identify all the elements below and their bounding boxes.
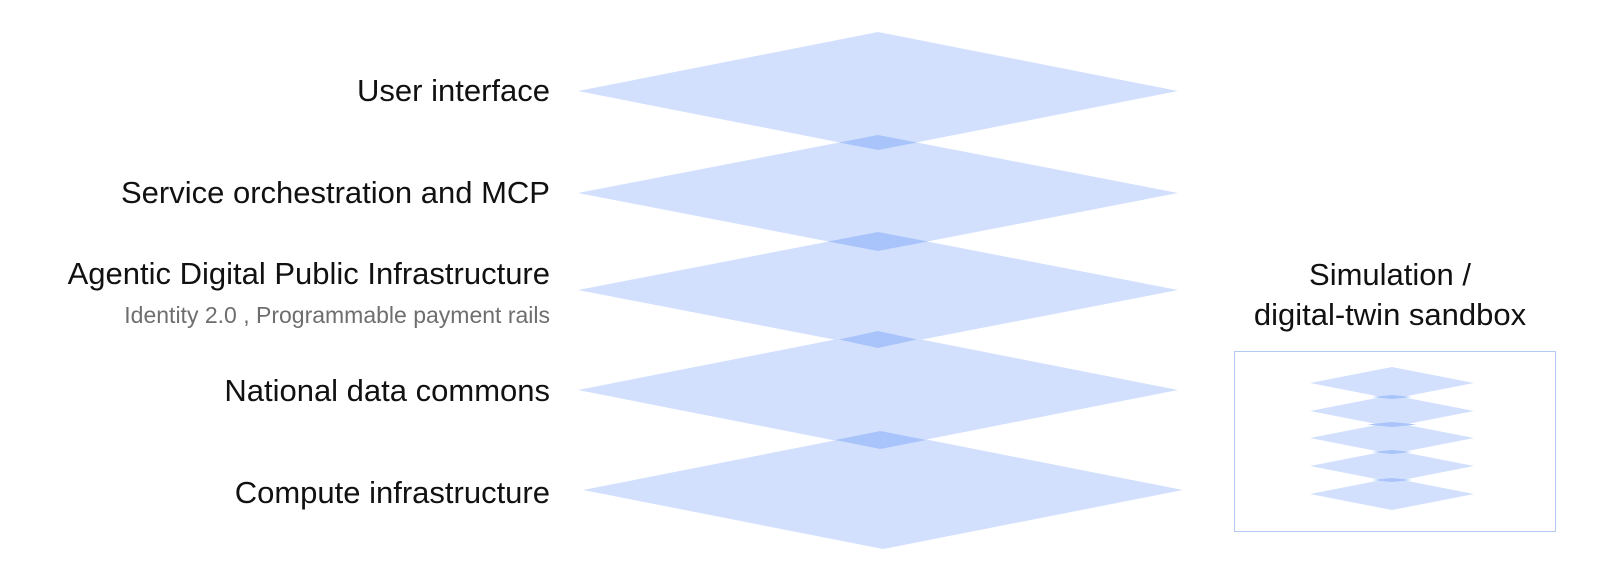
- layer-diamond-national-data-commons: [578, 331, 1178, 449]
- layer-label-service-orchestration: Service orchestration and MCP: [120, 175, 550, 210]
- sandbox-title-line-1: Simulation /: [1309, 257, 1471, 292]
- layer-label-compute-infrastructure: Compute infrastructure: [234, 475, 550, 510]
- sandbox-box: [1234, 351, 1556, 532]
- layer-diamond-agentic-dpi: [578, 232, 1178, 348]
- sandbox-title: Simulation / digital-twin sandbox: [1230, 255, 1550, 336]
- mini-overlap-2: [1367, 422, 1417, 427]
- sandbox-title-line-2: digital-twin sandbox: [1253, 297, 1527, 333]
- layer-overlap-1: [839, 135, 917, 150]
- layer-overlap-4: [835, 431, 926, 449]
- main-layer-stack: [578, 32, 1183, 549]
- mini-overlap-1: [1372, 395, 1412, 399]
- mini-overlap-3: [1372, 450, 1412, 454]
- layer-diamond-service-orchestration: [578, 135, 1178, 251]
- layer-overlap-3: [839, 331, 917, 348]
- mini-layer-3: [1310, 422, 1474, 454]
- mini-layer-2: [1310, 395, 1474, 427]
- layer-overlap-2: [828, 232, 928, 251]
- mini-overlap-4: [1372, 478, 1412, 482]
- mini-layer-4: [1310, 450, 1474, 482]
- layer-diamond-compute-infrastructure: [583, 431, 1183, 549]
- mini-layer-5: [1310, 478, 1474, 510]
- layer-label-agentic-dpi: Agentic Digital Public Infrastructure: [67, 256, 550, 291]
- layer-label-national-data-commons: National data commons: [224, 373, 550, 408]
- sandbox-mini-stack: [1310, 367, 1474, 510]
- layer-sublabel-agentic-dpi: Identity 2.0 , Programmable payment rail…: [124, 302, 550, 328]
- layer-diamond-user-interface: [578, 32, 1178, 150]
- layer-label-user-interface: User interface: [357, 73, 550, 108]
- mini-layer-1: [1310, 367, 1474, 399]
